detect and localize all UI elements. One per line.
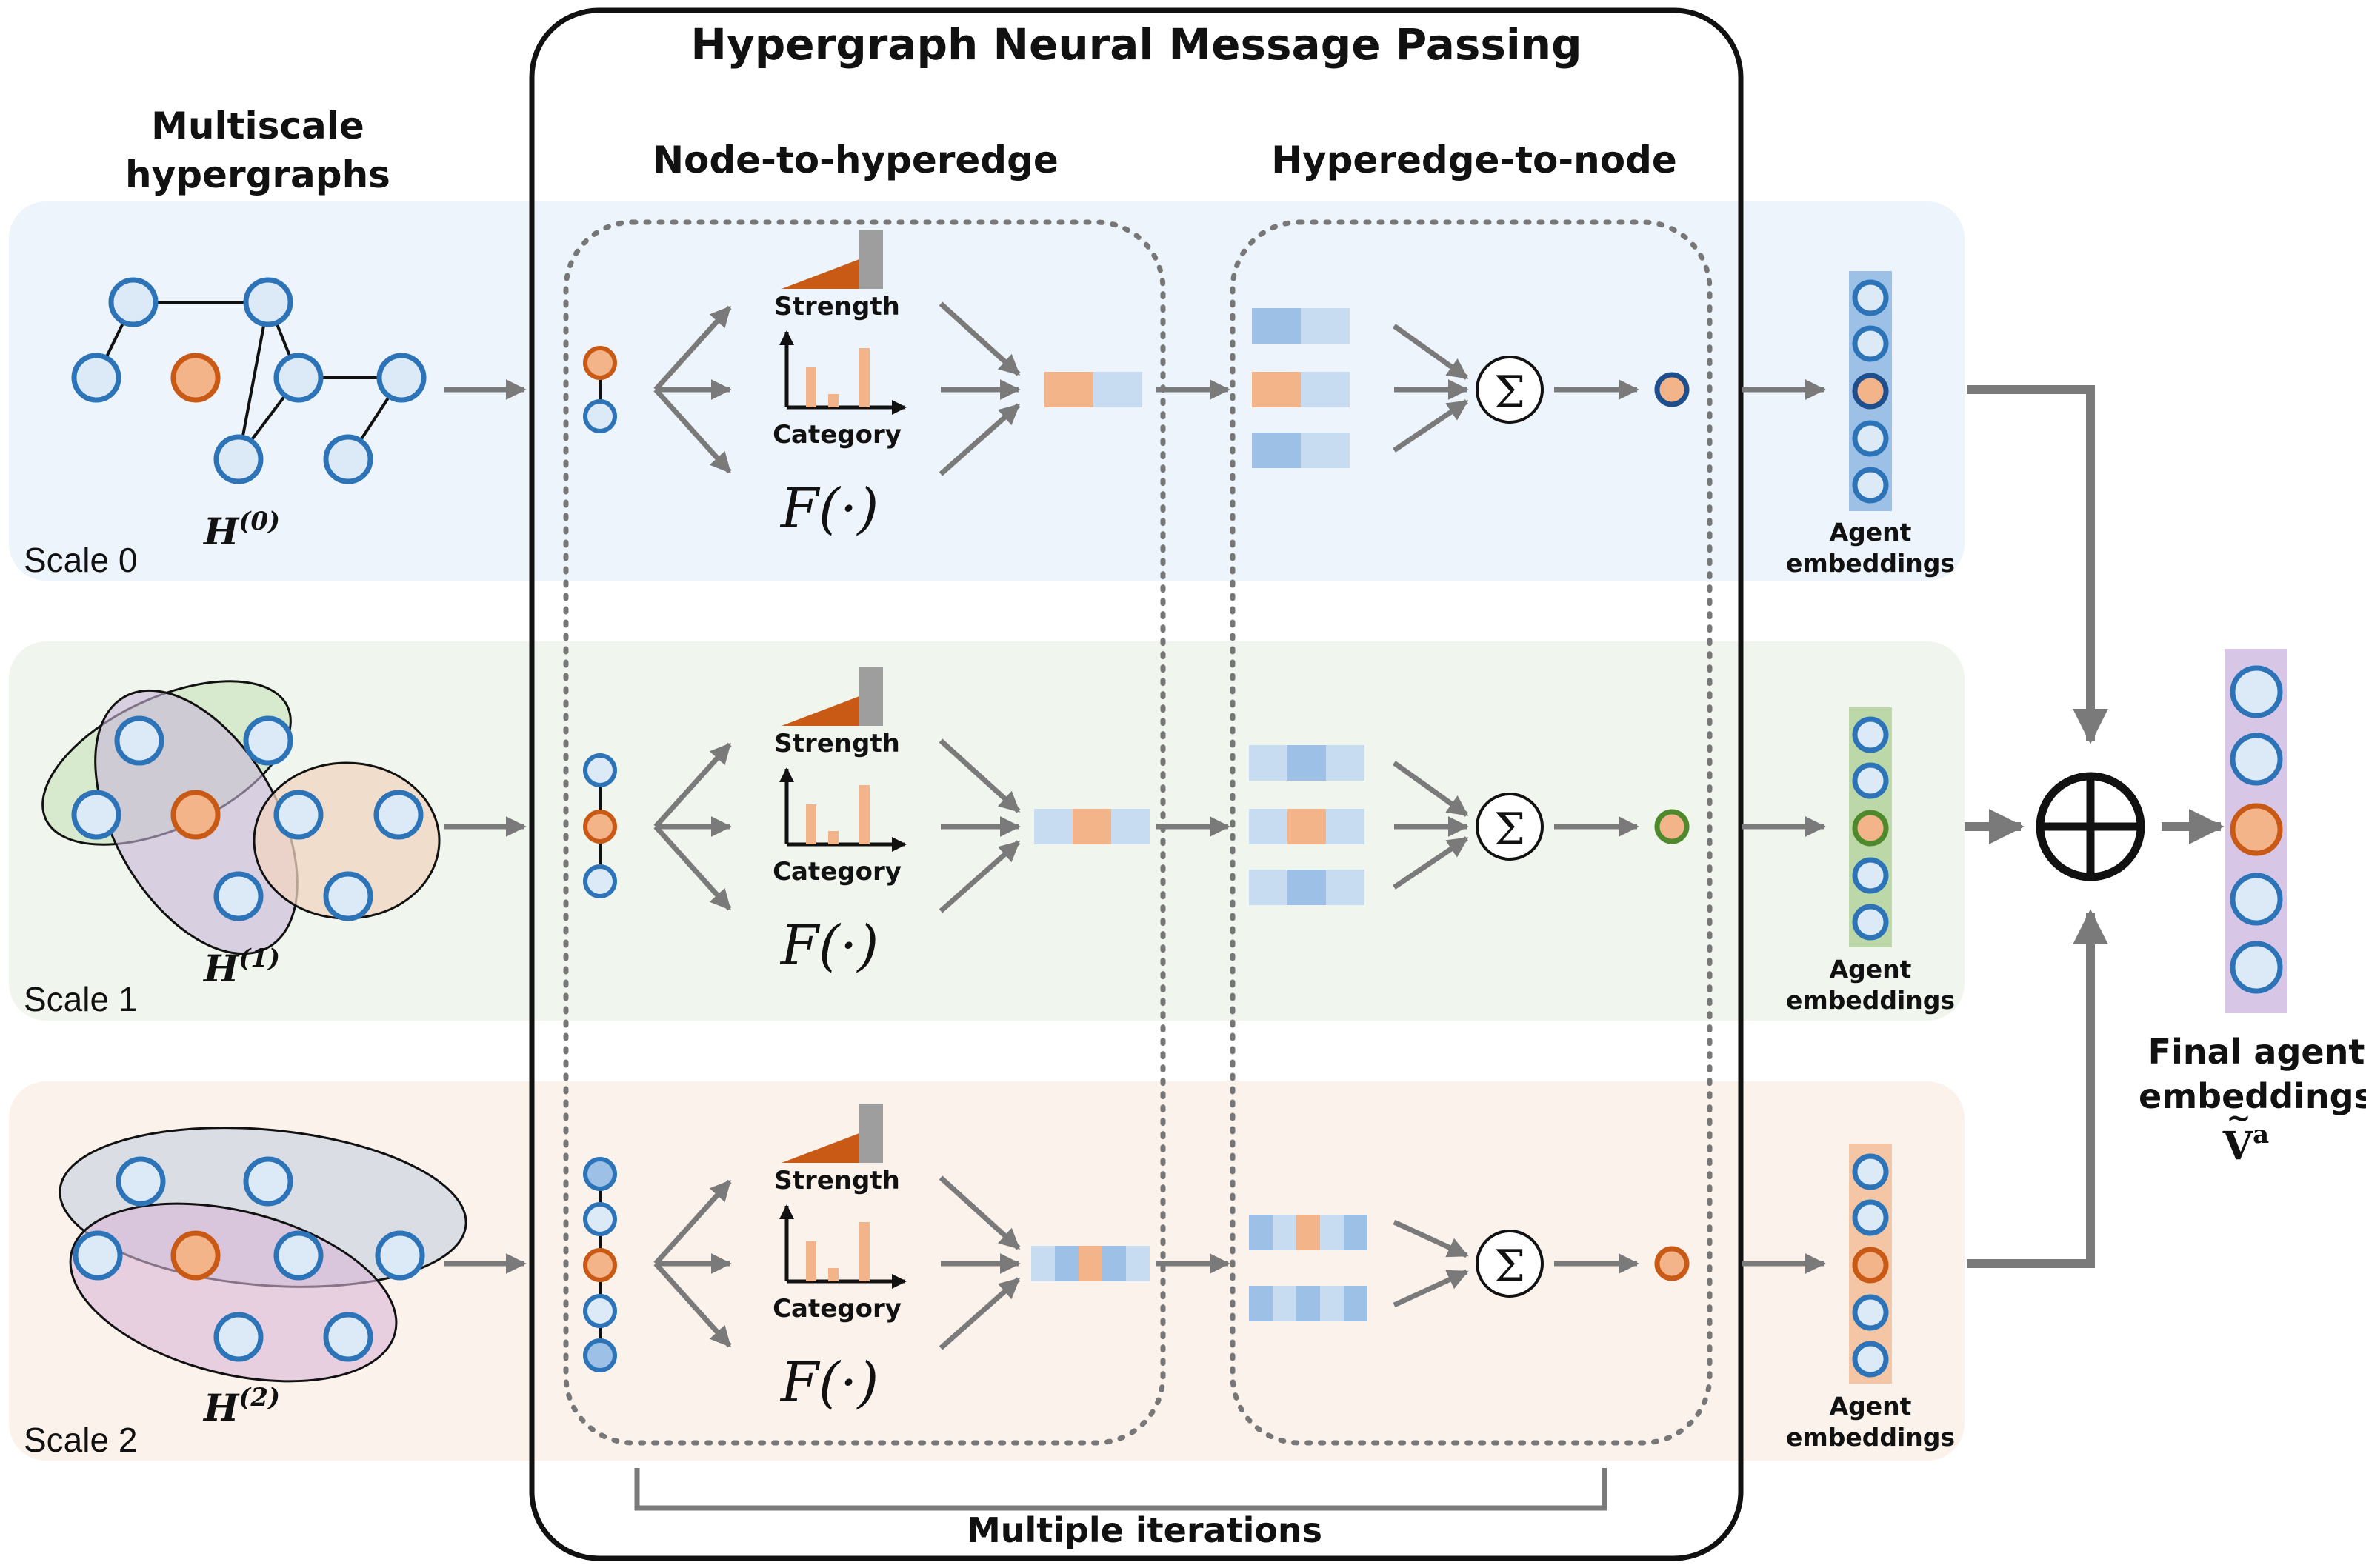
function-label-0: F(·) [779,477,879,541]
oplus-symbol [2036,772,2145,881]
graph-nodes-scale-0 [71,277,427,484]
row-0-hyperedge-to-node: Σ [1156,308,1690,468]
hypergraph-scale-0 [71,277,427,484]
scale-label-0: Scale 0 [24,541,137,579]
row-1-node-to-hyperedge: Strength Category F(·) [583,667,1150,978]
hypergraph-label-0: H(0) [202,507,280,553]
row-2-hyperedge-to-node: Σ [1156,1215,1690,1321]
aggregation-arrows [1965,385,2225,1268]
node-to-hyperedge-box [563,219,1166,1446]
strength-label-2: Strength [774,1166,900,1195]
agent-label-0b: embeddings [1786,549,1955,578]
sigma-0: Σ [1494,367,1525,418]
scale-label-1: Scale 1 [24,980,137,1018]
final-embeddings [2225,649,2287,1013]
agent-label-2b: embeddings [1786,1423,1955,1452]
category-label-1: Category [773,857,902,887]
agent-label-2a: Agent [1830,1392,1912,1421]
input-arrows [444,379,527,1274]
iterations-bracket [634,1468,1607,1511]
category-label-2: Category [773,1294,902,1324]
scale-1-band [9,641,1965,1021]
node-to-hyperedge-header: Node-to-hyperedge [653,139,1059,181]
scale-label-2: Scale 2 [24,1421,137,1459]
agent-label-1a: Agent [1830,955,1912,984]
row-0-node-to-hyperedge: Strength Category F(·) [583,230,1142,541]
category-label-0: Category [773,420,902,450]
agent-label-0a: Agent [1830,518,1912,547]
strength-label-0: Strength [774,292,900,321]
sigma-2: Σ [1494,1241,1525,1292]
function-label-1: F(·) [779,914,879,978]
sigma-1: Σ [1494,804,1525,855]
hypergraph-scale-1 [41,680,441,955]
function-label-2: F(·) [779,1351,879,1415]
hyperedge-to-node-box [1230,219,1713,1446]
left-header-line2: hypergraphs [125,153,390,196]
agent-label-1b: embeddings [1786,986,1955,1015]
agent-embeddings-1 [1849,707,1892,947]
final-symbol: Va [2222,1120,2269,1169]
to-embedding-arrows [1742,379,1826,1274]
hypergraph-label-1: H(1) [202,944,280,990]
row-1-hyperedge-to-node: Σ [1156,745,1690,905]
hypergraph-scale-2 [59,1127,467,1383]
final-symbol-tilde: ~ [2226,1101,2251,1135]
iterations-label: Multiple iterations [967,1510,1322,1550]
message-passing-frame [529,7,1744,1561]
hypergraph-label-2: H(2) [202,1383,280,1429]
final-label-line2: embeddings [2139,1076,2366,1116]
left-header-line1: Multiscale [151,104,364,147]
agent-embeddings-2 [1849,1144,1892,1384]
strength-label-1: Strength [774,729,900,758]
final-label-line1: Final agent [2148,1032,2365,1072]
diagram-title: Hypergraph Neural Message Passing [690,19,1582,70]
agent-embeddings-0 [1849,271,1892,511]
row-2-node-to-hyperedge: Strength Category F(·) [583,1104,1150,1415]
scale-2-band [9,1081,1965,1461]
hyperedge-to-node-header: Hyperedge-to-node [1271,139,1677,181]
